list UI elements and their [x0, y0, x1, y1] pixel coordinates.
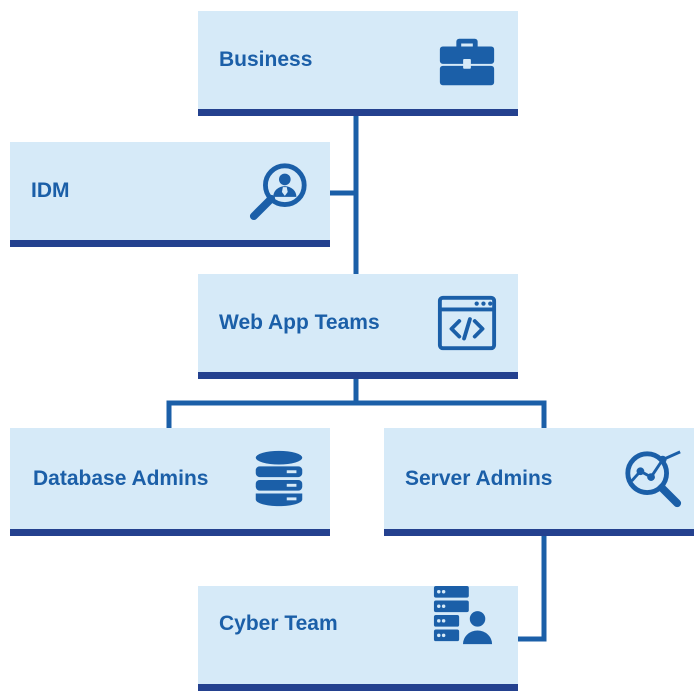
node-idm: IDM [10, 142, 330, 247]
node-label: Cyber Team [219, 612, 338, 635]
briefcase-icon [436, 29, 498, 91]
analytics-search-icon [622, 448, 684, 510]
edge-server-admins-cyber-team [515, 533, 547, 642]
node-server-admins: Server Admins [384, 428, 694, 536]
node-label: Web App Teams [219, 311, 380, 334]
node-business: Business [198, 11, 518, 116]
node-label: IDM [31, 179, 70, 202]
node-label: Business [219, 48, 313, 71]
node-label: Server Admins [405, 466, 553, 490]
node-cyber-team: Cyber Team [198, 584, 518, 691]
org-diagram: Business IDM Web App Teams [10, 11, 694, 691]
node-label: Database Admins [33, 466, 209, 490]
code-window-icon [436, 292, 498, 354]
server-user-icon [432, 584, 494, 646]
node-database-admins: Database Admins [10, 428, 330, 536]
node-web-app-teams: Web App Teams [198, 274, 518, 379]
connectors [166, 113, 547, 642]
magnifier-person-icon [248, 160, 310, 222]
database-icon [248, 448, 310, 510]
